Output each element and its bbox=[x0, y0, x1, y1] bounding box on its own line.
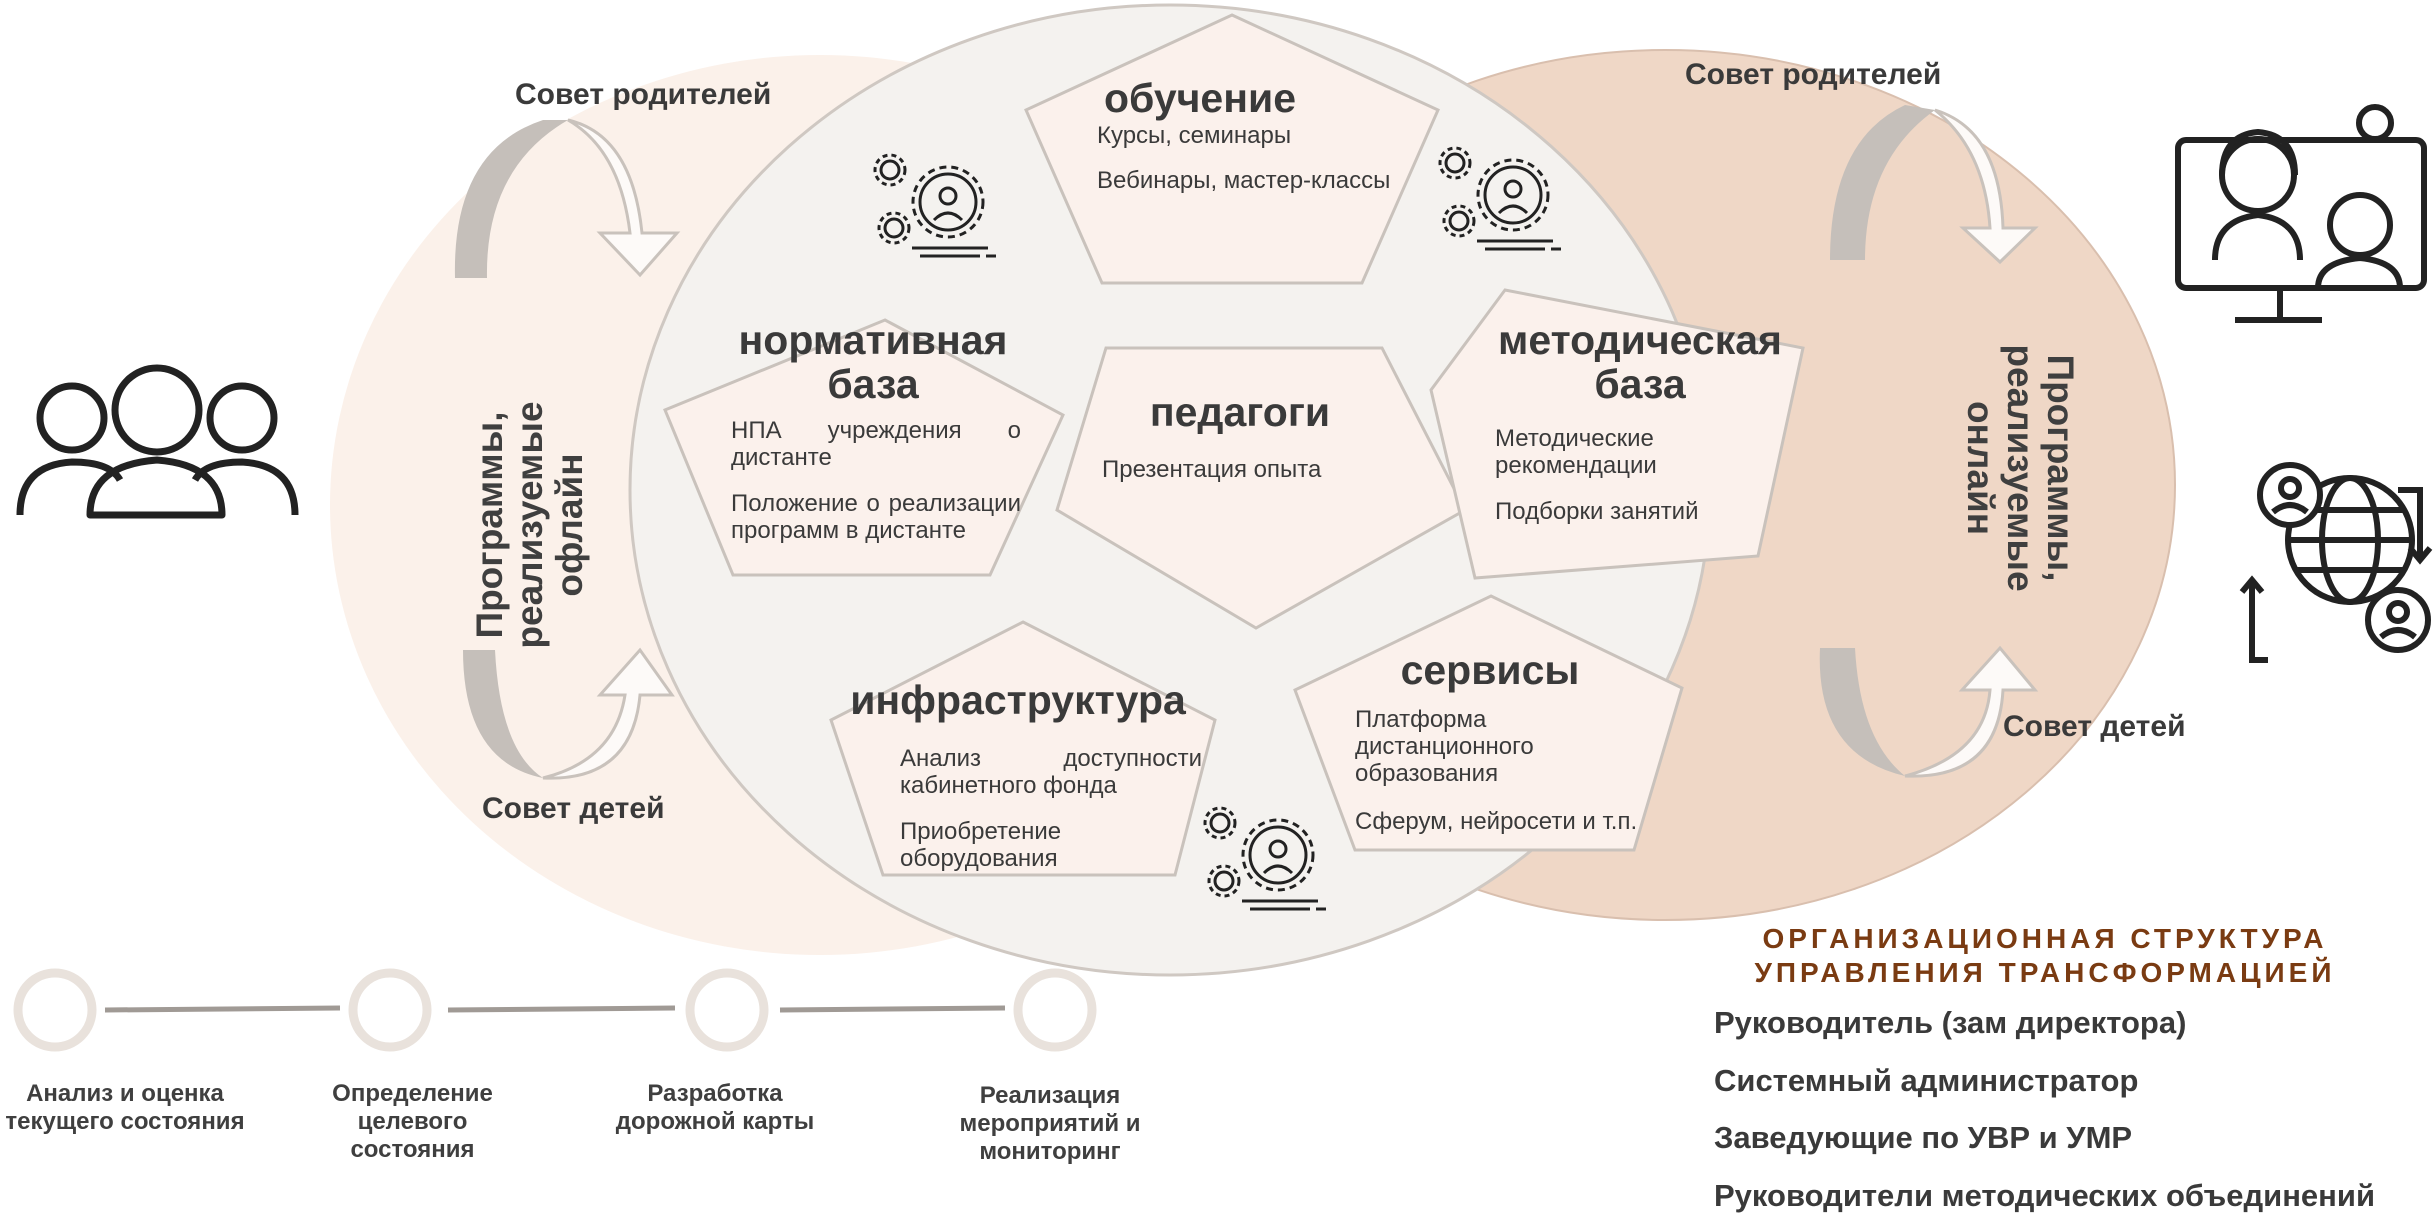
normative-heading: нормативная база bbox=[738, 317, 1008, 407]
timeline bbox=[13, 968, 1097, 1052]
timeline-step-label: Разработка дорожной карты bbox=[615, 1080, 815, 1135]
timeline-node bbox=[1013, 968, 1097, 1052]
services-heading: сервисы bbox=[1400, 647, 1580, 693]
infrastructure-item: Приобретение оборудования bbox=[900, 818, 1062, 872]
infrastructure-pentagon bbox=[829, 620, 1217, 877]
training-item: Курсы, семинары bbox=[1097, 122, 1292, 149]
right-parents-council: Совет родителей bbox=[1685, 58, 1942, 91]
services-pentagon bbox=[1293, 594, 1684, 852]
training-pentagon bbox=[1024, 13, 1440, 285]
services-item: Сферум, нейросети и т.п. bbox=[1355, 808, 1638, 835]
normative-item: Положение о реализации программ в дистан… bbox=[731, 490, 1021, 544]
timeline-step-label: Реализация мероприятий и мониторинг bbox=[959, 1082, 1141, 1165]
methodical-item: Подборки занятий bbox=[1495, 498, 1699, 525]
training-heading: обучение bbox=[1103, 75, 1296, 121]
left-cycle-arrows-icon bbox=[454, 118, 681, 780]
timeline-step-label: Анализ и оценка текущего состояния bbox=[5, 1080, 245, 1135]
normative-pentagon bbox=[663, 318, 1065, 577]
timeline-node bbox=[13, 968, 97, 1052]
right-cycle-arrows-icon bbox=[1819, 105, 2039, 778]
center-pentagon bbox=[1055, 346, 1467, 630]
services-item: Платформа дистанционного образования bbox=[1355, 706, 1534, 787]
org-member: Руководители методических объединений bbox=[1714, 1178, 2376, 1213]
methodical-pentagon bbox=[1429, 288, 1805, 580]
center-heading: педагоги bbox=[1149, 389, 1331, 435]
infrastructure-item: Анализ доступности кабинетного фонда bbox=[900, 745, 1202, 799]
center-item: Презентация опыта bbox=[1102, 456, 1322, 483]
org-member: Системный администратор bbox=[1714, 1063, 2139, 1098]
timeline-node bbox=[685, 968, 769, 1052]
timeline-node bbox=[348, 968, 432, 1052]
methodical-item: Методические рекомендации bbox=[1495, 425, 1657, 479]
people-group-icon bbox=[16, 364, 299, 519]
org-member: Заведующие по УВР и УМР bbox=[1714, 1120, 2133, 1155]
normative-item: НПА учреждения о дистанте bbox=[731, 417, 1021, 471]
org-structure-title: ОРГАНИЗАЦИОННАЯ СТРУКТУРА УПРАВЛЕНИЯ ТРА… bbox=[1754, 923, 2336, 988]
right-children-council: Совет детей bbox=[2003, 710, 2186, 743]
methodical-heading: методическая база bbox=[1498, 317, 1782, 407]
online-programs-label: Программы, реализуемые онлайн bbox=[1960, 344, 2081, 592]
org-member: Руководитель (зам директора) bbox=[1714, 1005, 2187, 1040]
timeline-step-label: Определение целевого состояния bbox=[332, 1080, 493, 1163]
left-parents-council: Совет родителей bbox=[515, 78, 772, 111]
infrastructure-heading: инфраструктура bbox=[850, 677, 1186, 723]
offline-programs-label: Программы, реализуемые офлайн bbox=[469, 401, 590, 649]
online-class-icon bbox=[2175, 104, 2427, 323]
left-children-council: Совет детей bbox=[482, 792, 665, 825]
global-network-icon bbox=[2239, 462, 2433, 663]
training-item: Вебинары, мастер-классы bbox=[1097, 167, 1391, 194]
